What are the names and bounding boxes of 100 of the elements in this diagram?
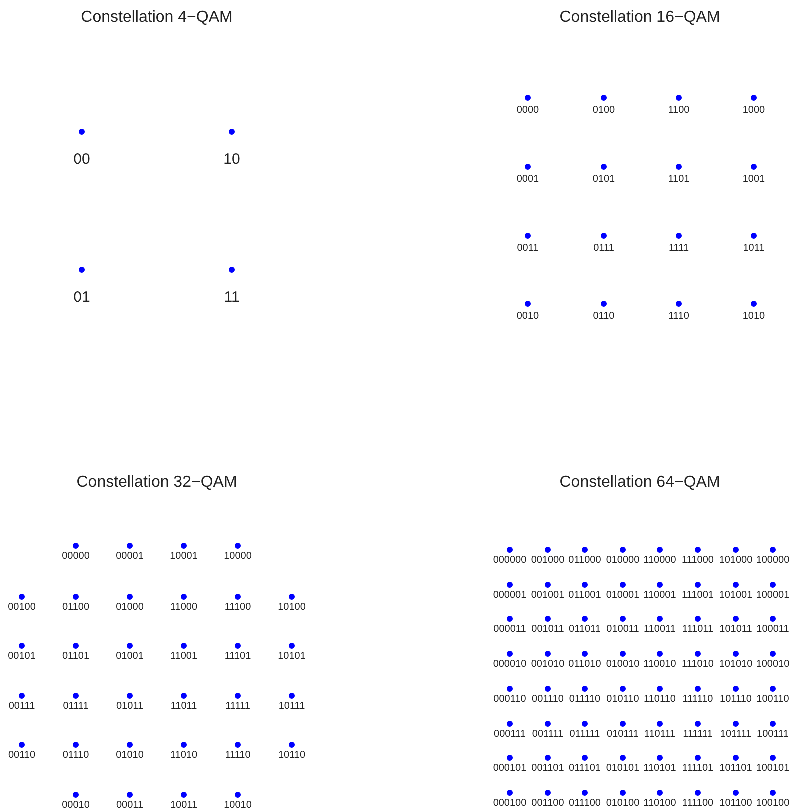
bit-label: 11110 <box>225 751 251 761</box>
bit-label: 101011 <box>720 625 752 635</box>
bit-label: 100101 <box>756 764 790 774</box>
bit-label: 010101 <box>606 764 640 774</box>
bit-label: 00010 <box>62 801 90 811</box>
bit-label: 011111 <box>570 730 600 740</box>
bit-label: 10101 <box>278 652 306 662</box>
chart-title: Constellation 64−QAM <box>560 475 720 491</box>
bit-label: 01010 <box>116 751 144 761</box>
bit-label: 000010 <box>493 660 527 670</box>
bit-label: 01111 <box>63 702 89 712</box>
bit-label: 011100 <box>569 799 601 809</box>
bit-label: 100011 <box>756 625 790 635</box>
bit-label: 011001 <box>568 591 602 601</box>
bit-label: 010110 <box>606 695 640 705</box>
bit-label: 01001 <box>116 652 144 662</box>
bit-label: 000000 <box>493 556 527 566</box>
bit-label: 01110 <box>62 751 90 761</box>
bit-label: 010111 <box>607 730 639 740</box>
bit-label: 000111 <box>494 730 526 740</box>
bit-label: 100110 <box>756 695 790 705</box>
bit-label: 001101 <box>532 764 564 774</box>
bit-label: 010100 <box>606 799 640 809</box>
bit-label: 01101 <box>62 652 90 662</box>
bit-label: 0001 <box>516 175 540 185</box>
bit-label: 100001 <box>756 591 790 601</box>
bit-label: 101001 <box>719 591 753 601</box>
bit-label: 01011 <box>116 702 144 712</box>
bit-label: 10100 <box>278 603 306 613</box>
bit-label: 001000 <box>531 556 565 566</box>
bit-label: 100000 <box>756 556 790 566</box>
bit-label: 11000 <box>170 603 198 613</box>
bit-label: 000011 <box>494 625 526 635</box>
bit-label: 00001 <box>116 552 144 562</box>
chart-title: Constellation 32−QAM <box>76 475 238 491</box>
bit-label: 110101 <box>644 764 676 774</box>
bit-label: 101110 <box>720 695 752 705</box>
bit-label: 00011 <box>116 801 144 811</box>
bit-label: 11011 <box>170 702 198 712</box>
bit-label: 00 <box>74 152 90 167</box>
bit-label: 00000 <box>62 552 90 562</box>
bit-label: 101100 <box>720 799 752 809</box>
bit-label: 01100 <box>62 603 90 613</box>
bit-label: 1101 <box>668 175 690 185</box>
bit-label: 100111 <box>757 730 789 740</box>
chart-title: Constellation 4−QAM <box>81 10 233 26</box>
bit-label: 000100 <box>493 799 527 809</box>
bit-label: 010010 <box>606 660 640 670</box>
bit-label: 11 <box>224 290 240 305</box>
bit-label: 101010 <box>719 660 753 670</box>
bit-label: 10000 <box>224 552 252 562</box>
bit-label: 11101 <box>224 652 252 662</box>
bit-label: 1010 <box>742 312 766 322</box>
bit-label: 101111 <box>720 730 752 740</box>
bit-label: 000110 <box>494 695 526 705</box>
bit-label: 111100 <box>682 799 714 809</box>
bit-label: 001111 <box>532 730 564 740</box>
bit-label: 1011 <box>743 244 765 254</box>
bit-label: 110010 <box>644 660 676 670</box>
bit-label: 011110 <box>569 695 601 705</box>
bit-label: 11001 <box>170 652 198 662</box>
bit-label: 011101 <box>569 764 601 774</box>
bit-label: 100010 <box>756 660 790 670</box>
bit-label: 1110 <box>668 312 690 322</box>
bit-label: 0110 <box>593 312 615 322</box>
bit-label: 0000 <box>516 106 540 116</box>
bit-label: 000001 <box>493 591 527 601</box>
bit-label: 100100 <box>756 799 790 809</box>
bit-label: 110000 <box>644 556 676 566</box>
bit-label: 010000 <box>606 556 640 566</box>
bit-label: 1111 <box>668 244 690 254</box>
bit-label: 10 <box>224 152 240 167</box>
bit-label: 111101 <box>682 764 714 774</box>
bit-label: 001100 <box>532 799 564 809</box>
bit-label: 1000 <box>742 106 766 116</box>
bit-label: 0111 <box>594 244 614 254</box>
bit-label: 110111 <box>644 730 676 740</box>
bit-label: 00101 <box>8 652 36 662</box>
bit-label: 111111 <box>683 730 713 740</box>
bit-label: 1001 <box>742 175 766 185</box>
bit-label: 001001 <box>531 591 565 601</box>
bit-label: 111011 <box>682 625 714 635</box>
bit-label: 0100 <box>592 106 616 116</box>
bit-label: 101000 <box>719 556 753 566</box>
bit-label: 11010 <box>170 751 198 761</box>
bit-label: 1100 <box>668 106 690 116</box>
bit-label: 01 <box>74 290 90 305</box>
bit-label: 111010 <box>682 660 714 670</box>
bit-label: 011010 <box>568 660 602 670</box>
bit-label: 111001 <box>682 591 714 601</box>
bit-label: 001011 <box>532 625 564 635</box>
bit-label: 10011 <box>170 801 198 811</box>
bit-label: 011000 <box>568 556 602 566</box>
bit-label: 10111 <box>278 702 306 712</box>
bit-label: 00111 <box>8 702 36 712</box>
bit-label: 011011 <box>569 625 601 635</box>
bit-label: 001010 <box>531 660 565 670</box>
bit-label: 10010 <box>224 801 252 811</box>
bit-label: 10110 <box>278 751 306 761</box>
bit-label: 101101 <box>720 764 752 774</box>
